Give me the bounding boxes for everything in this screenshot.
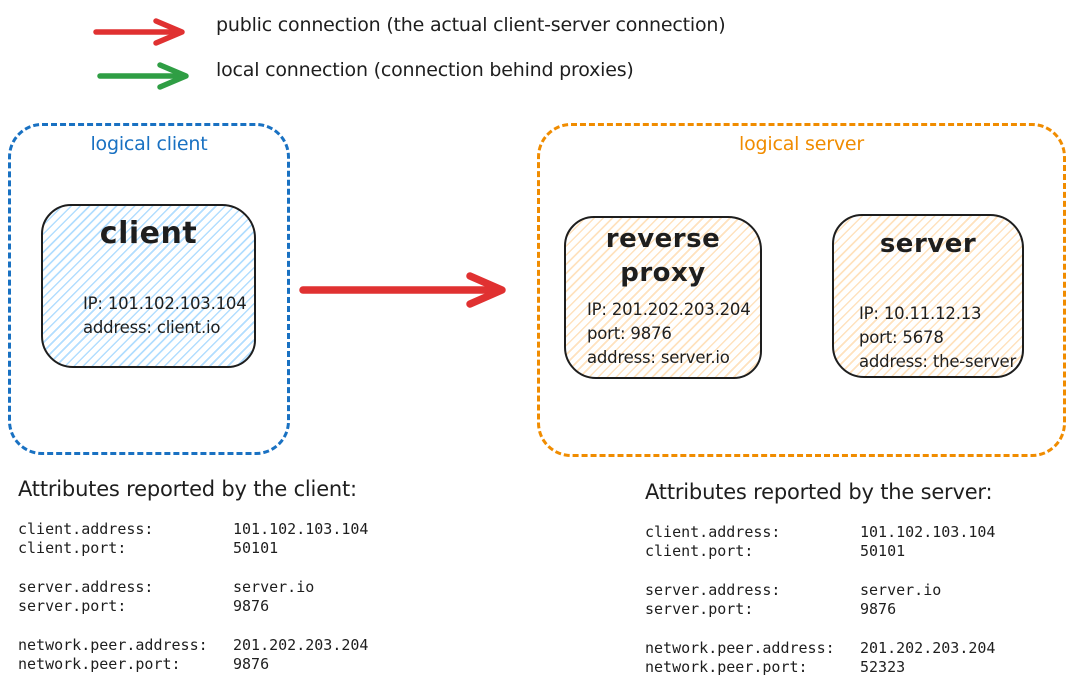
client-attr-group-network-peer: network.peer.address: 201.202.203.204 ne… [18,636,368,674]
server-attributes-heading: Attributes reported by the server: [645,480,993,504]
attr-value: 101.102.103.104 [860,523,996,541]
attr-value: 9876 [233,597,270,615]
attr-row: server.address: server.io [645,581,995,600]
red-arrow-icon [93,18,185,46]
legend-label-public: public connection (the actual client-ser… [216,14,726,36]
attr-value: server.io [233,578,315,596]
attr-row: network.peer.address: 201.202.203.204 [18,636,368,655]
logical-client-group: logical client client IP: 101.102.103.10… [8,123,290,455]
client-attr-group-server: server.address: server.io server.port: 9… [18,578,368,616]
attr-key: server.port: [18,597,127,615]
attr-value: 201.202.203.204 [860,639,996,657]
server-node: server IP: 10.11.12.13 port: 5678 addres… [832,214,1024,378]
attr-value: 101.102.103.104 [233,520,369,538]
logical-server-label: logical server [739,133,864,155]
green-arrow-icon [97,62,189,90]
attr-value: 9876 [233,655,270,673]
client-attributes-block: Attributes reported by the client: clien… [18,477,368,691]
reverse-proxy-port: port: 9876 [587,324,672,343]
attr-value: 50101 [860,542,906,560]
attr-key: network.peer.port: [18,655,181,673]
reverse-proxy-ip: IP: 201.202.203.204 [587,300,751,319]
attr-value: server.io [860,581,942,599]
attr-row: client.port: 50101 [645,542,995,561]
attr-value: 201.202.203.204 [233,636,369,654]
attr-value: 52323 [860,658,906,676]
server-attr-group-server: server.address: server.io server.port: 9… [645,581,995,619]
reverse-proxy-node: reverse proxy IP: 201.202.203.204 port: … [564,216,762,379]
client-node-title: client [99,216,198,251]
attr-key: network.peer.address: [645,639,835,657]
server-attr-group-network-peer: network.peer.address: 201.202.203.204 ne… [645,639,995,677]
server-node-title: server [879,229,977,259]
reverse-proxy-details: IP: 201.202.203.204 port: 9876 address: … [587,298,751,370]
attr-row: server.port: 9876 [18,597,368,616]
reverse-proxy-node-title: reverse proxy [605,224,721,288]
server-address: address: the-server [859,352,1017,371]
attr-row: server.address: server.io [18,578,368,597]
logical-server-group: logical server reverse proxy IP: 201.202… [537,123,1066,457]
server-port: port: 5678 [859,328,944,347]
attr-row: client.address: 101.102.103.104 [18,520,368,539]
attr-value: 9876 [860,600,897,618]
client-attr-group-client: client.address: 101.102.103.104 client.p… [18,520,368,558]
attr-row: client.port: 50101 [18,539,368,558]
server-details: IP: 10.11.12.13 port: 5678 address: the-… [859,302,1016,374]
client-node: client IP: 101.102.103.104 address: clie… [41,204,256,368]
attr-key: client.port: [18,539,127,557]
attr-row: network.peer.address: 201.202.203.204 [645,639,995,658]
client-address: address: client.io [83,318,221,337]
client-ip: IP: 101.102.103.104 [83,294,247,313]
attr-key: network.peer.address: [18,636,208,654]
attr-row: client.address: 101.102.103.104 [645,523,995,542]
server-ip: IP: 10.11.12.13 [859,304,982,323]
attr-key: client.address: [645,523,781,541]
attr-row: server.port: 9876 [645,600,995,619]
server-attr-group-client: client.address: 101.102.103.104 client.p… [645,523,995,561]
client-node-details: IP: 101.102.103.104 address: client.io [83,292,247,340]
attr-key: network.peer.port: [645,658,808,676]
attr-key: server.address: [645,581,781,599]
reverse-proxy-address: address: server.io [587,348,730,367]
attr-value: 50101 [233,539,279,557]
attr-key: server.port: [645,600,754,618]
attr-key: client.port: [645,542,754,560]
client-attributes-heading: Attributes reported by the client: [18,477,357,501]
attr-key: client.address: [18,520,154,538]
public-connection-arrow [299,272,506,308]
attr-row: network.peer.port: 9876 [18,655,368,674]
legend-label-local: local connection (connection behind prox… [216,59,634,81]
attr-row: network.peer.port: 52323 [645,658,995,677]
attr-key: server.address: [18,578,154,596]
server-attributes-block: Attributes reported by the server: clien… [645,480,995,691]
logical-client-label: logical client [90,133,208,155]
